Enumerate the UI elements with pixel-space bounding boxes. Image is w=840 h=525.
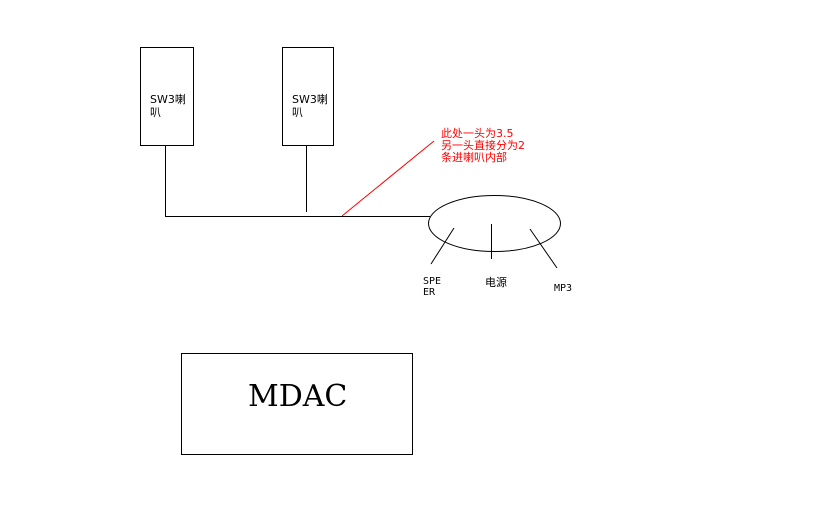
power-port-label: 电源 bbox=[485, 276, 507, 289]
speaker-1-label: SW3喇 叭 bbox=[150, 93, 186, 119]
speaker-box-1 bbox=[140, 47, 194, 146]
speaker-port-label-line2: ER bbox=[423, 287, 436, 298]
speaker-port-label: SPE ER bbox=[423, 276, 441, 298]
annotation-note: 此处一头为3.5 另一头直接分为2 条进喇叭内部 bbox=[441, 128, 525, 164]
annotation-line-3: 条进喇叭内部 bbox=[441, 151, 507, 164]
speaker-port-lead bbox=[430, 227, 455, 265]
speaker-2-label-line1: SW3喇 bbox=[292, 93, 328, 106]
hub-ellipse bbox=[428, 195, 561, 252]
speaker-1-label-line1: SW3喇 bbox=[150, 93, 186, 106]
speaker-2-label: SW3喇 叭 bbox=[292, 93, 328, 119]
speaker-port-label-line1: SPE bbox=[423, 276, 442, 287]
mdac-box bbox=[181, 353, 413, 455]
speaker-box-2 bbox=[282, 47, 334, 146]
annotation-line-1: 此处一头为3.5 bbox=[441, 127, 514, 140]
mdac-label: MDAC bbox=[248, 379, 348, 414]
speaker-1-label-line2: 叭 bbox=[150, 106, 161, 119]
annotation-line-2: 另一头直接分为2 bbox=[441, 139, 525, 152]
annotation-pointer bbox=[341, 140, 435, 217]
mp3-port-label: MP3 bbox=[554, 283, 573, 294]
speaker-2-label-line2: 叭 bbox=[292, 106, 303, 119]
mp3-port-lead bbox=[529, 228, 558, 269]
